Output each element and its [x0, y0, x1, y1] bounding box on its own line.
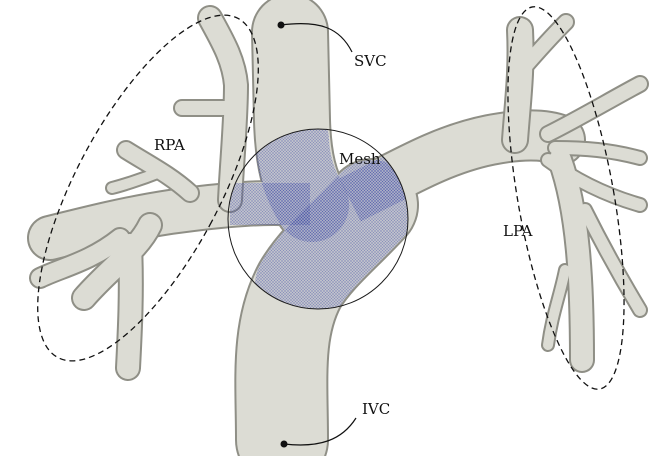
svc-label: SVC [354, 52, 387, 70]
rpa-ellipse [37, 14, 259, 362]
mesh-region [230, 129, 408, 309]
lpa-label: LPA [503, 222, 533, 240]
mesh-label: Mesh [339, 150, 381, 168]
rpa-label: RPA [154, 136, 185, 154]
lpa-ellipse [507, 6, 625, 390]
mesh-circle [227, 128, 409, 310]
ivc-leader [280, 417, 357, 448]
ivc-label: IVC [362, 400, 390, 418]
svc-leader [277, 21, 353, 53]
